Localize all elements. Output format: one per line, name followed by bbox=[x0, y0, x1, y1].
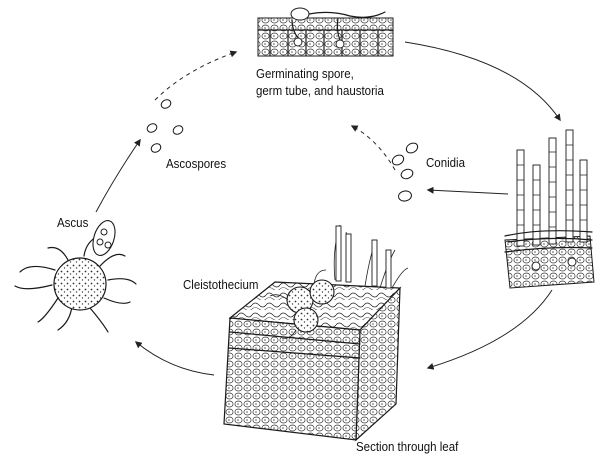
conidia-spores bbox=[391, 141, 420, 202]
cycle-arrow-left-up bbox=[96, 140, 140, 212]
germinating-spore-illustration bbox=[258, 8, 393, 56]
label-ascospores: Ascospores bbox=[166, 156, 226, 173]
ascus-illustration bbox=[15, 218, 136, 332]
label-cleistothecium: Cleistothecium bbox=[183, 277, 258, 294]
ascospores-spores bbox=[146, 98, 185, 154]
label-conidia: Conidia bbox=[426, 155, 465, 172]
cycle-arrow-conidia-left bbox=[428, 190, 508, 194]
cycle-arrow-conidia-up bbox=[352, 126, 395, 170]
cycle-arrow-top-right bbox=[405, 42, 560, 120]
conidiophores-illustration bbox=[505, 130, 594, 288]
leaf-section-illustration bbox=[224, 225, 408, 440]
cycle-arrow-bottom-left bbox=[136, 342, 214, 375]
label-section-through-leaf: Section through leaf bbox=[356, 439, 458, 456]
label-ascus: Ascus bbox=[57, 215, 88, 232]
cycle-arrow-bottom-right bbox=[428, 290, 552, 368]
label-germinating-spore-line1: Germinating spore, bbox=[256, 66, 354, 83]
cycle-arrow-top-left bbox=[155, 52, 236, 100]
label-germinating-spore-line2: germ tube, and haustoria bbox=[256, 83, 384, 100]
